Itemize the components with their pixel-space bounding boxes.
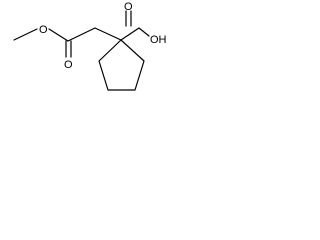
ester-ether-oxygen-label: O: [39, 24, 48, 36]
structure-canvas: O O O OH: [0, 0, 196, 127]
bond-methyl-to-ether-oxygen: [13, 28, 38, 41]
bond-ch2-to-ring-carbon: [94, 27, 122, 41]
bond-ester-carbon-to-ch2: [67, 27, 96, 42]
ester-carbonyl-oxygen-label: O: [64, 59, 73, 71]
bond-acid-carbon-to-hydroxyl: [138, 27, 150, 37]
cyclopentane-ring: [98, 39, 145, 91]
acid-hydroxyl-label: OH: [150, 34, 167, 46]
acid-carbonyl-oxygen-label: O: [124, 1, 133, 13]
chemical-structure-diagram: O O O OH: [13, 1, 167, 91]
bond-ring-carbon-to-acid-carbon: [120, 27, 140, 41]
bond-ether-oxygen-to-ester-carbon: [48, 28, 69, 42]
